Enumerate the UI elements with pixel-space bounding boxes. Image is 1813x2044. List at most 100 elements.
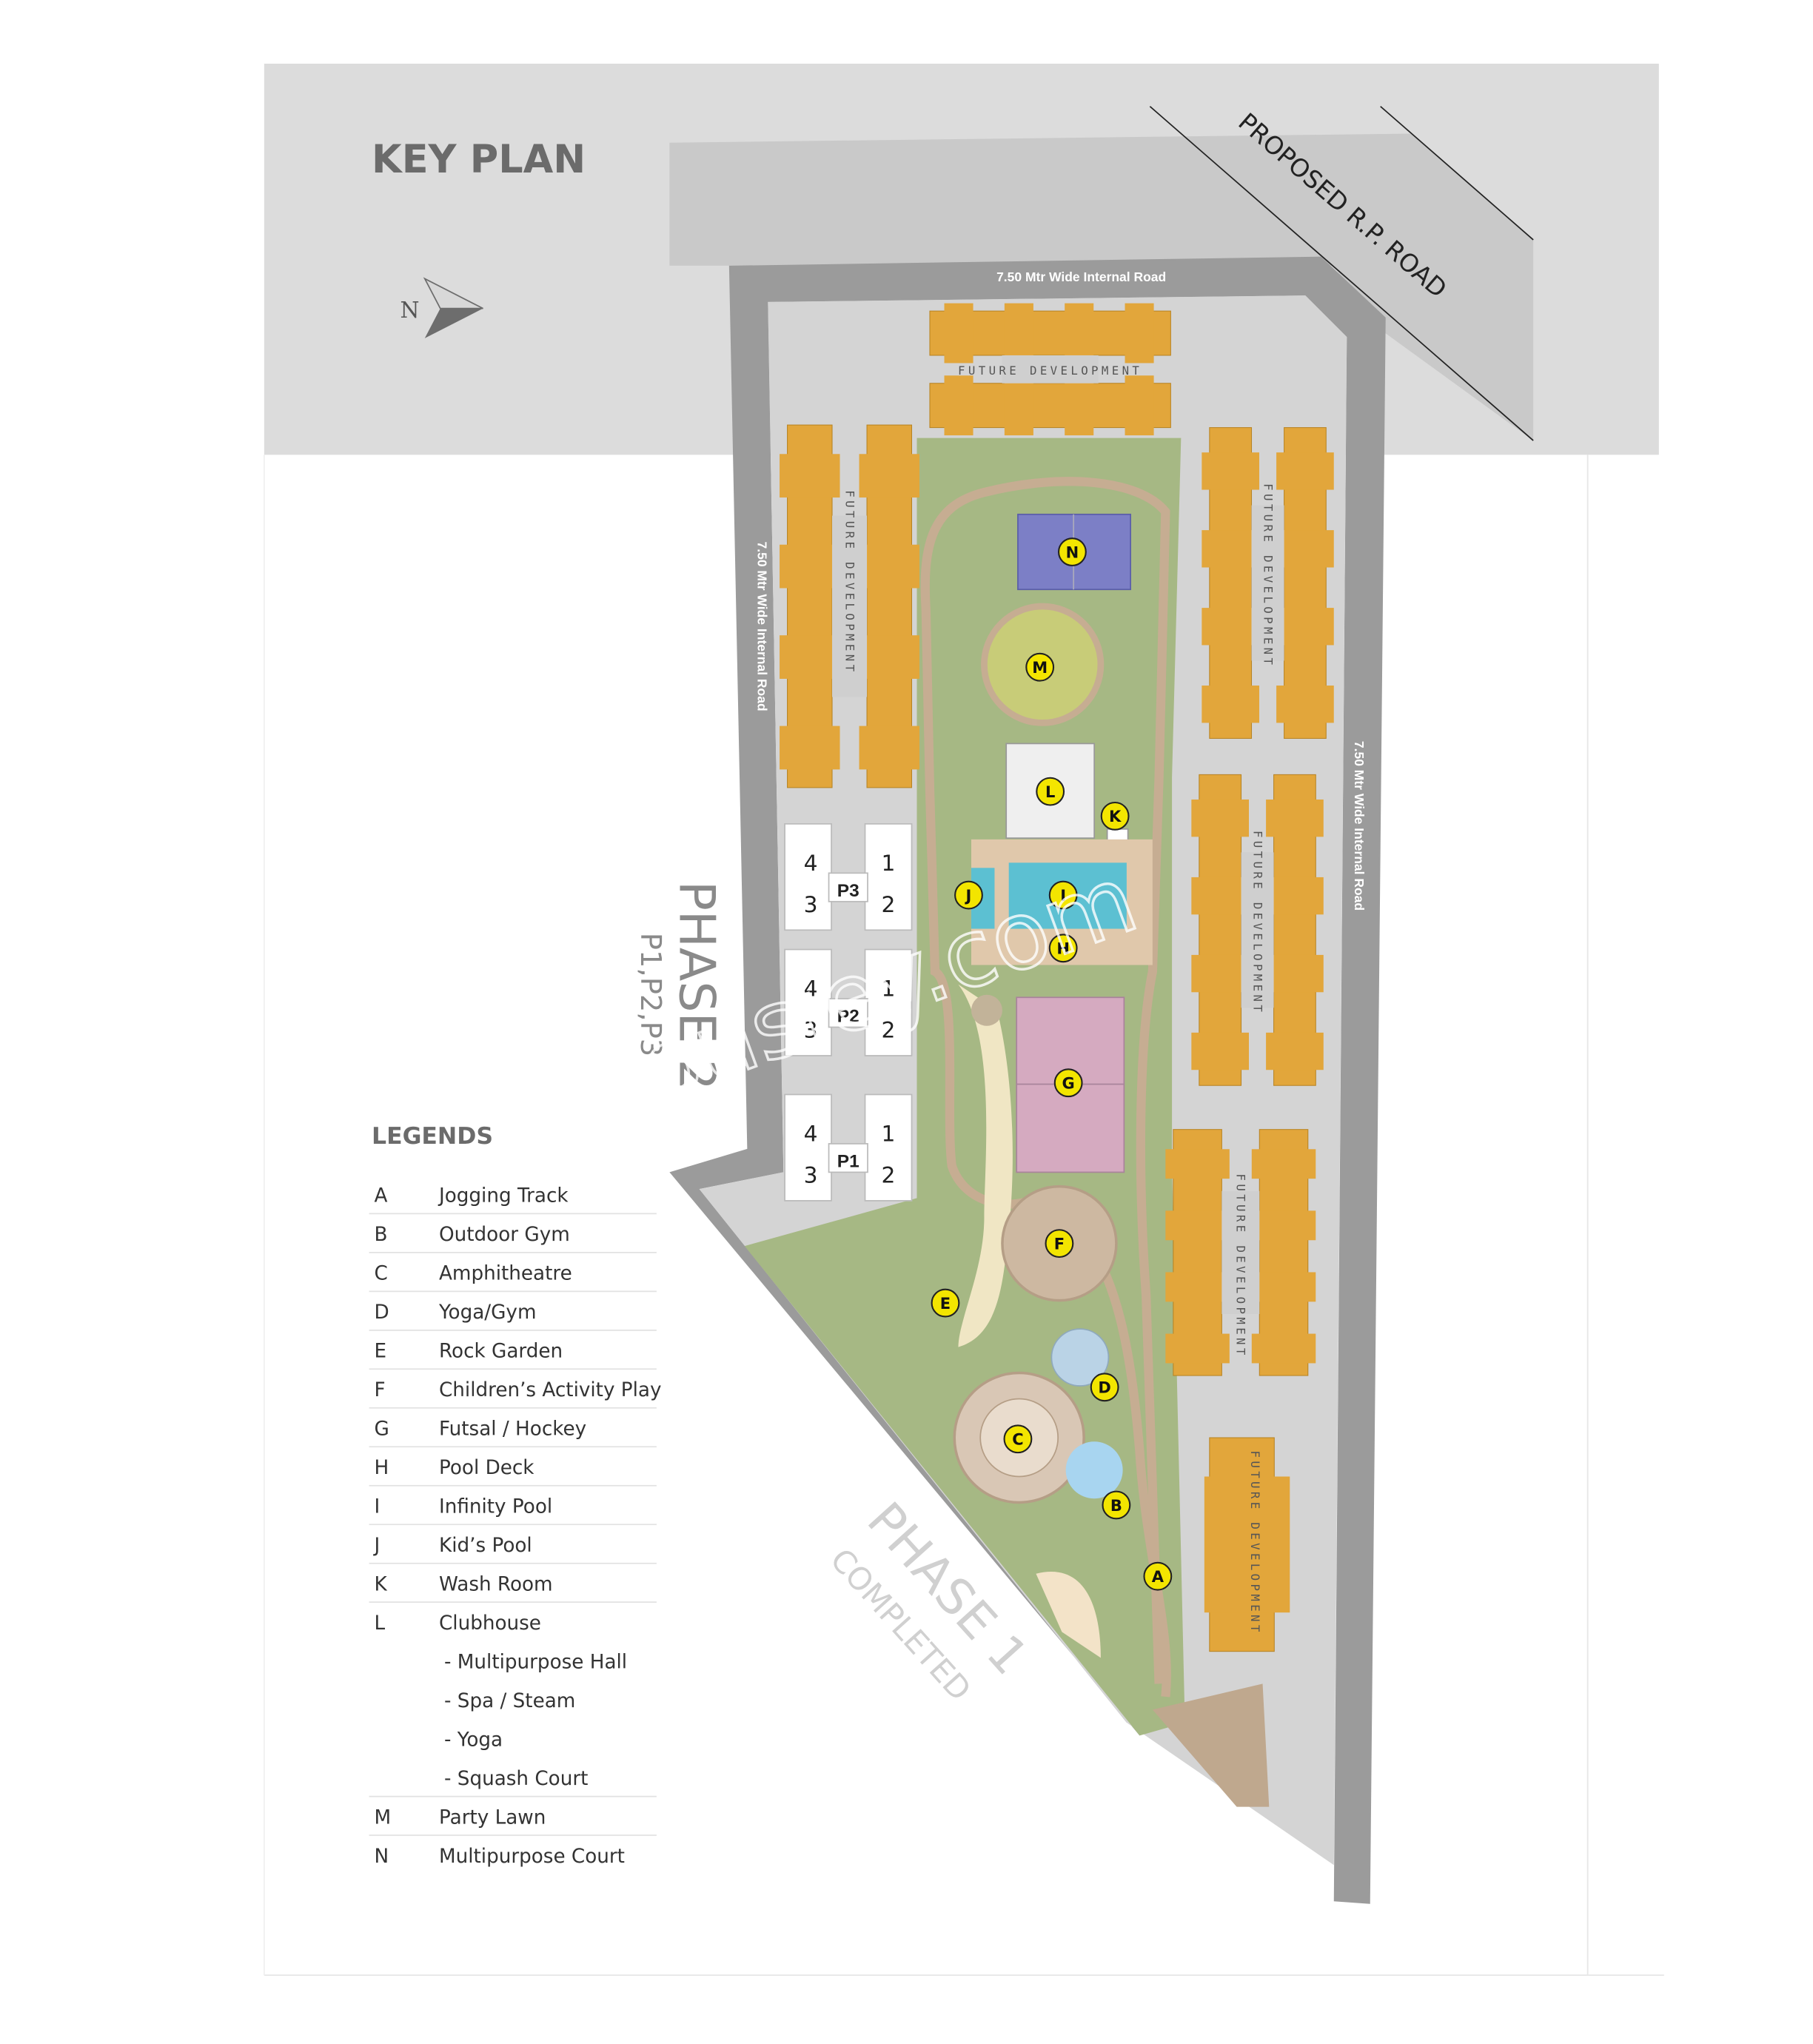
marker-pin-icon <box>1048 880 1078 910</box>
marker-k[interactable]: K <box>1100 801 1130 831</box>
legend-key: E <box>375 1341 387 1363</box>
future-development-label: FUTURE DEVELOPMENT <box>1234 1174 1248 1358</box>
marker-pin-icon <box>1102 1490 1131 1520</box>
internal-road-label-right: 7.50 Mtr Wide Internal Road <box>1352 741 1367 911</box>
legend-label: Pool Deck <box>439 1457 534 1479</box>
marker-pin-icon <box>1090 1373 1119 1402</box>
marker-letter: D <box>1098 1379 1110 1397</box>
future-development-block: FUTURE DEVELOPMENT <box>929 303 1171 436</box>
proposed-road-edge <box>1149 106 1534 441</box>
unit-label: 3 <box>804 1162 818 1188</box>
marker-letter: G <box>1062 1075 1075 1093</box>
legend-label: Outdoor Gym <box>439 1224 570 1246</box>
marker-b[interactable]: B <box>1102 1490 1131 1520</box>
legend-item: I Infinity Pool <box>369 1495 657 1526</box>
marker-g[interactable]: G <box>1053 1068 1083 1098</box>
marker-letter: N <box>1066 543 1079 561</box>
phase2-label: PHASE 2 <box>668 881 725 1090</box>
marker-pin-icon <box>1143 1561 1173 1591</box>
legend-key: F <box>375 1379 386 1401</box>
future-development-block: FUTURE DEVELOPMENT <box>1202 427 1334 739</box>
page-title: KEY PLAN <box>372 137 586 182</box>
future-development-label: FUTURE DEVELOPMENT <box>1250 831 1264 1015</box>
legend-key: J <box>373 1535 381 1557</box>
future-development-label: FUTURE DEVELOPMENT <box>1248 1451 1262 1635</box>
phase1-structure <box>1152 1683 1270 1807</box>
marker-n[interactable]: N <box>1057 537 1087 566</box>
marker-l[interactable]: L <box>1036 777 1065 806</box>
legend-key: M <box>375 1806 392 1829</box>
marker-f[interactable]: F <box>1045 1229 1074 1259</box>
legend-title: LEGENDS <box>372 1123 493 1150</box>
legend-label: Jogging Track <box>438 1185 569 1207</box>
tower-label: P2 <box>837 1006 859 1026</box>
legend-item: - Spa / Steam <box>444 1690 575 1712</box>
internal-road-label-left: 7.50 Mtr Wide Internal Road <box>754 542 769 711</box>
unit-label: 1 <box>882 1121 896 1147</box>
legend-label: Rock Garden <box>439 1341 563 1363</box>
legend-label: Infinity Pool <box>439 1495 552 1518</box>
yoga-gym <box>1050 1328 1110 1387</box>
marker-letter: K <box>1109 808 1122 825</box>
marker-c[interactable]: C <box>1003 1424 1033 1454</box>
legend-key: I <box>375 1495 381 1518</box>
marker-letter: E <box>940 1295 951 1313</box>
legend-label: Futsal / Hockey <box>439 1418 586 1441</box>
legend-item: E Rock Garden <box>369 1341 657 1370</box>
legend-key: B <box>375 1224 388 1246</box>
phase2-sublabel: P1,P2,P3 <box>634 933 667 1056</box>
jogging-track <box>920 477 1171 1698</box>
future-development-block: FUTURE DEVELOPMENT <box>1191 774 1324 1086</box>
future-development-block: FUTURE DEVELOPMENT <box>1204 1437 1290 1652</box>
legend-key: G <box>375 1418 389 1441</box>
unit-label: 4 <box>804 851 818 877</box>
legend-item: D Yoga/Gym <box>369 1301 657 1331</box>
future-development-label: FUTURE DEVELOPMENT <box>842 490 857 674</box>
legend-label: Yoga/Gym <box>438 1301 537 1324</box>
marker-a[interactable]: A <box>1143 1561 1173 1591</box>
marker-pin-icon <box>1003 1424 1033 1454</box>
unit-label: 1 <box>882 851 896 877</box>
unit-label: 3 <box>804 892 818 918</box>
marker-e[interactable]: E <box>931 1288 960 1318</box>
marker-d[interactable]: D <box>1090 1373 1119 1402</box>
legend-label: - Yoga <box>444 1729 503 1751</box>
marker-pin-icon <box>1057 537 1087 566</box>
unit-label: 3 <box>804 1017 818 1043</box>
marker-letter: J <box>965 887 972 905</box>
garden-node <box>971 994 1002 1026</box>
legend-label: Party Lawn <box>439 1806 546 1829</box>
future-development-block: FUTURE DEVELOPMENT <box>780 424 919 788</box>
north-label: N <box>401 298 420 324</box>
legend-item: M Party Lawn <box>369 1806 657 1836</box>
legend-label: Clubhouse <box>439 1612 541 1635</box>
legend-item: - Multipurpose Hall <box>444 1651 627 1673</box>
north-arrow-icon <box>423 277 483 338</box>
unit-label: 4 <box>804 1121 818 1147</box>
marker-letter: L <box>1045 783 1055 801</box>
legend-label: - Squash Court <box>444 1768 588 1790</box>
marker-pin-icon <box>1036 777 1065 806</box>
marker-m[interactable]: M <box>1025 652 1055 682</box>
marker-i[interactable]: I <box>1048 880 1078 910</box>
legend-key: H <box>375 1457 389 1479</box>
future-development-block: FUTURE DEVELOPMENT <box>1165 1129 1316 1376</box>
marker-h[interactable]: H <box>1048 934 1078 963</box>
proposed-road-edge <box>1380 106 1534 241</box>
legend-key: L <box>375 1612 386 1635</box>
marker-j[interactable]: J <box>954 880 983 910</box>
legend-item: L Clubhouse <box>375 1612 541 1635</box>
legend-label: - Multipurpose Hall <box>444 1651 627 1673</box>
legend-key: D <box>375 1301 389 1324</box>
internal-road <box>669 256 1386 1904</box>
legend-item: - Squash Court <box>369 1768 657 1797</box>
